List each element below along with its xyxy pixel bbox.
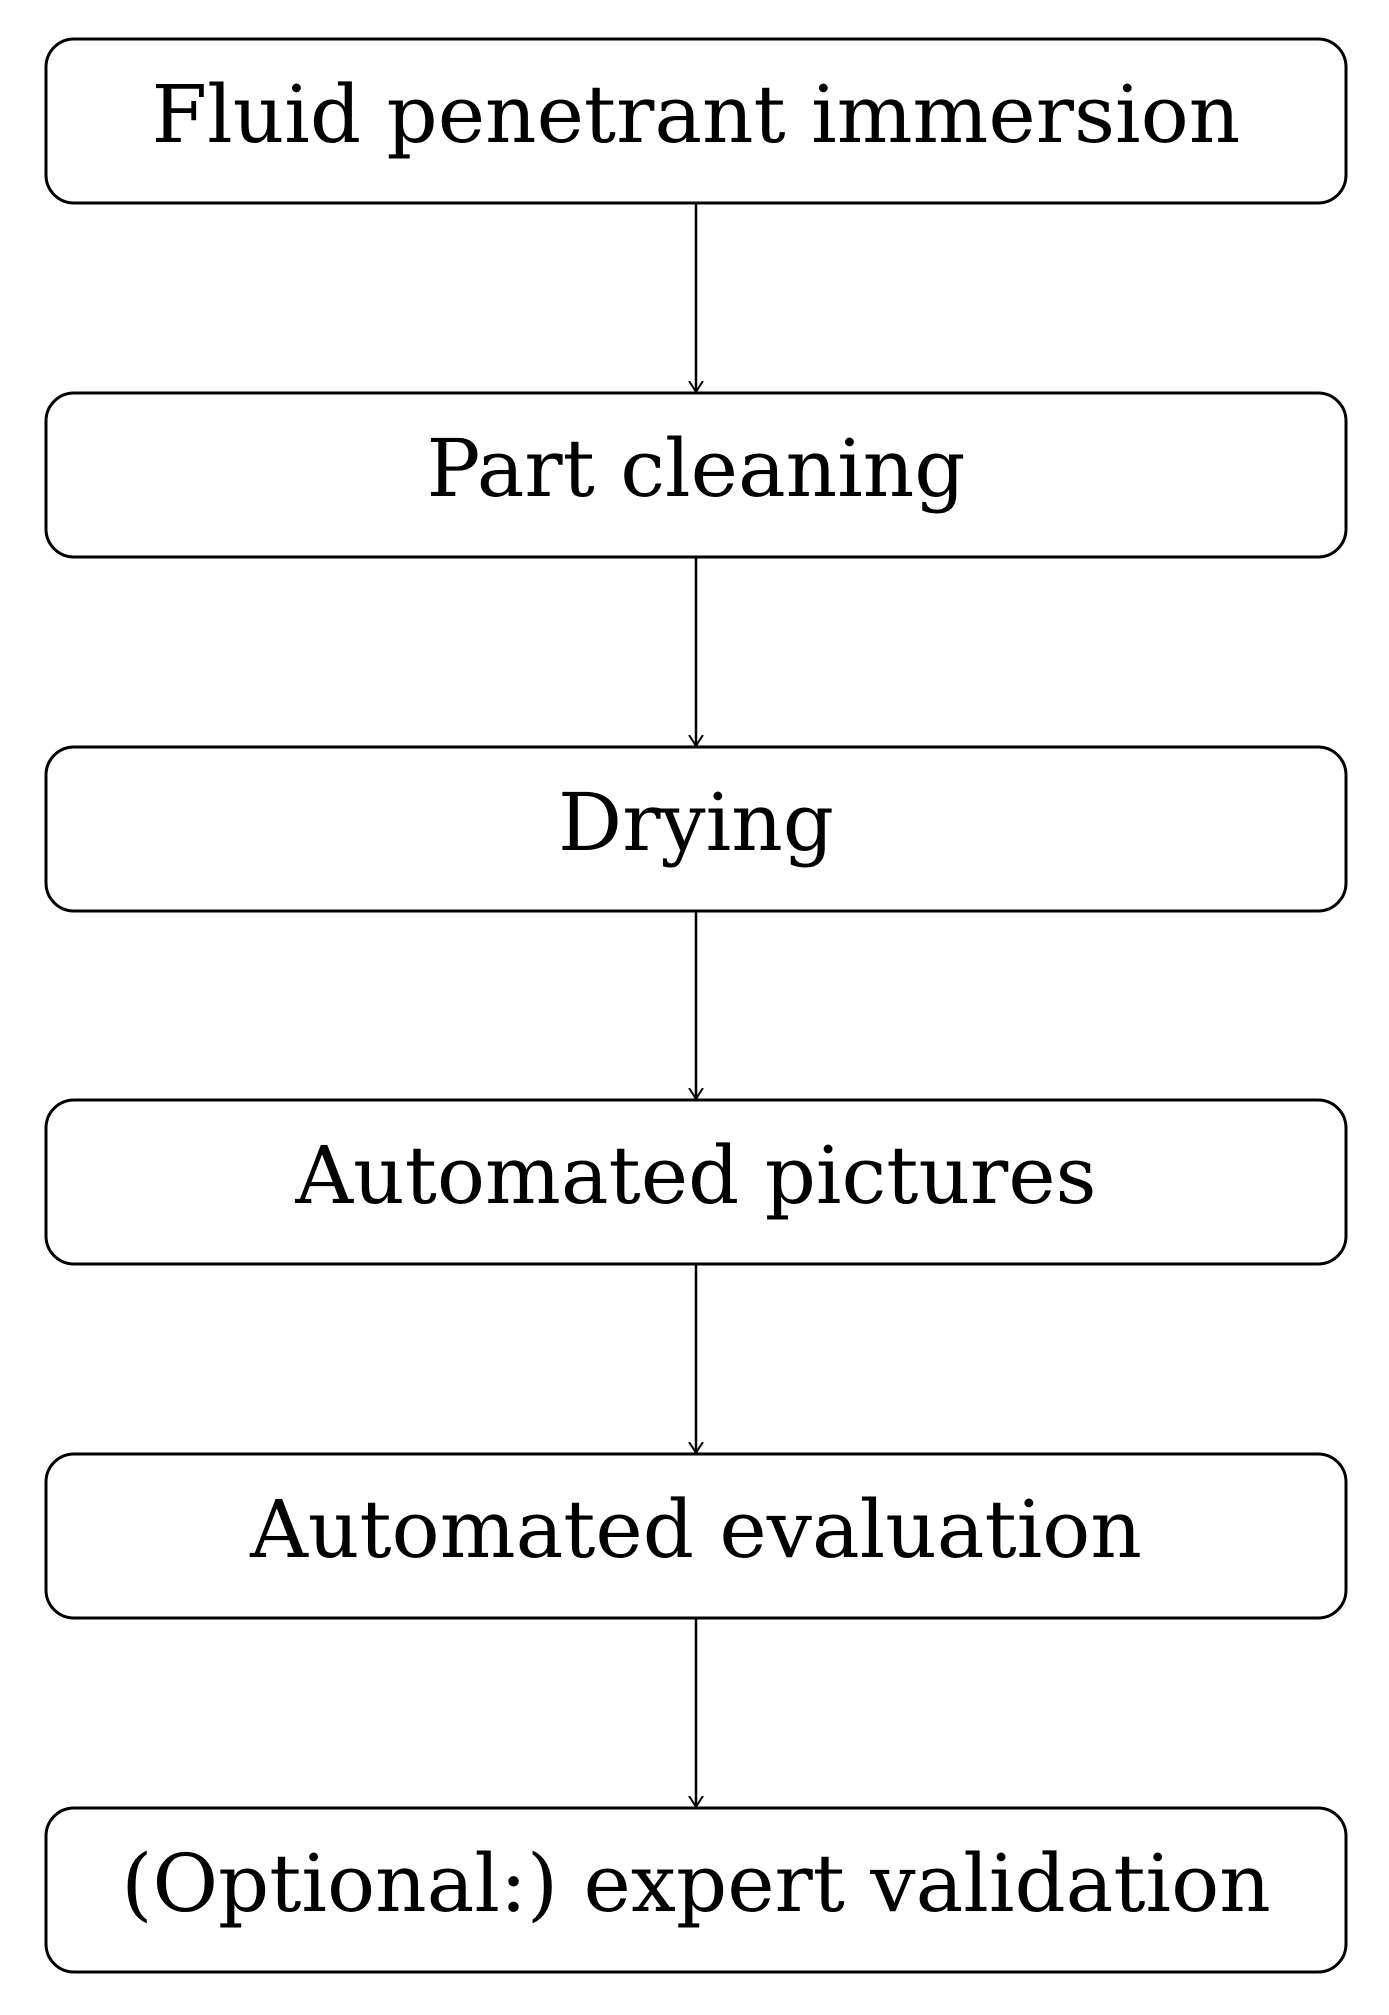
step-label-1: Fluid penetrant immersion [152,68,1241,161]
step-label-3: Drying [558,776,834,869]
step-box-5: Automated evaluation [44,1452,1348,1620]
step-label-4: Automated pictures [294,1129,1096,1222]
step-box-4: Automated pictures [44,1098,1348,1266]
step-box-2: Part cleaning [44,391,1348,559]
step-label-2: Part cleaning [426,422,965,515]
step-box-6: (Optional:) expert validation [44,1806,1348,1974]
step-box-3: Drying [44,745,1348,913]
step-label-5: Automated evaluation [249,1483,1142,1576]
step-box-1: Fluid penetrant immersion [44,37,1348,205]
step-label-6: (Optional:) expert validation [121,1837,1271,1930]
